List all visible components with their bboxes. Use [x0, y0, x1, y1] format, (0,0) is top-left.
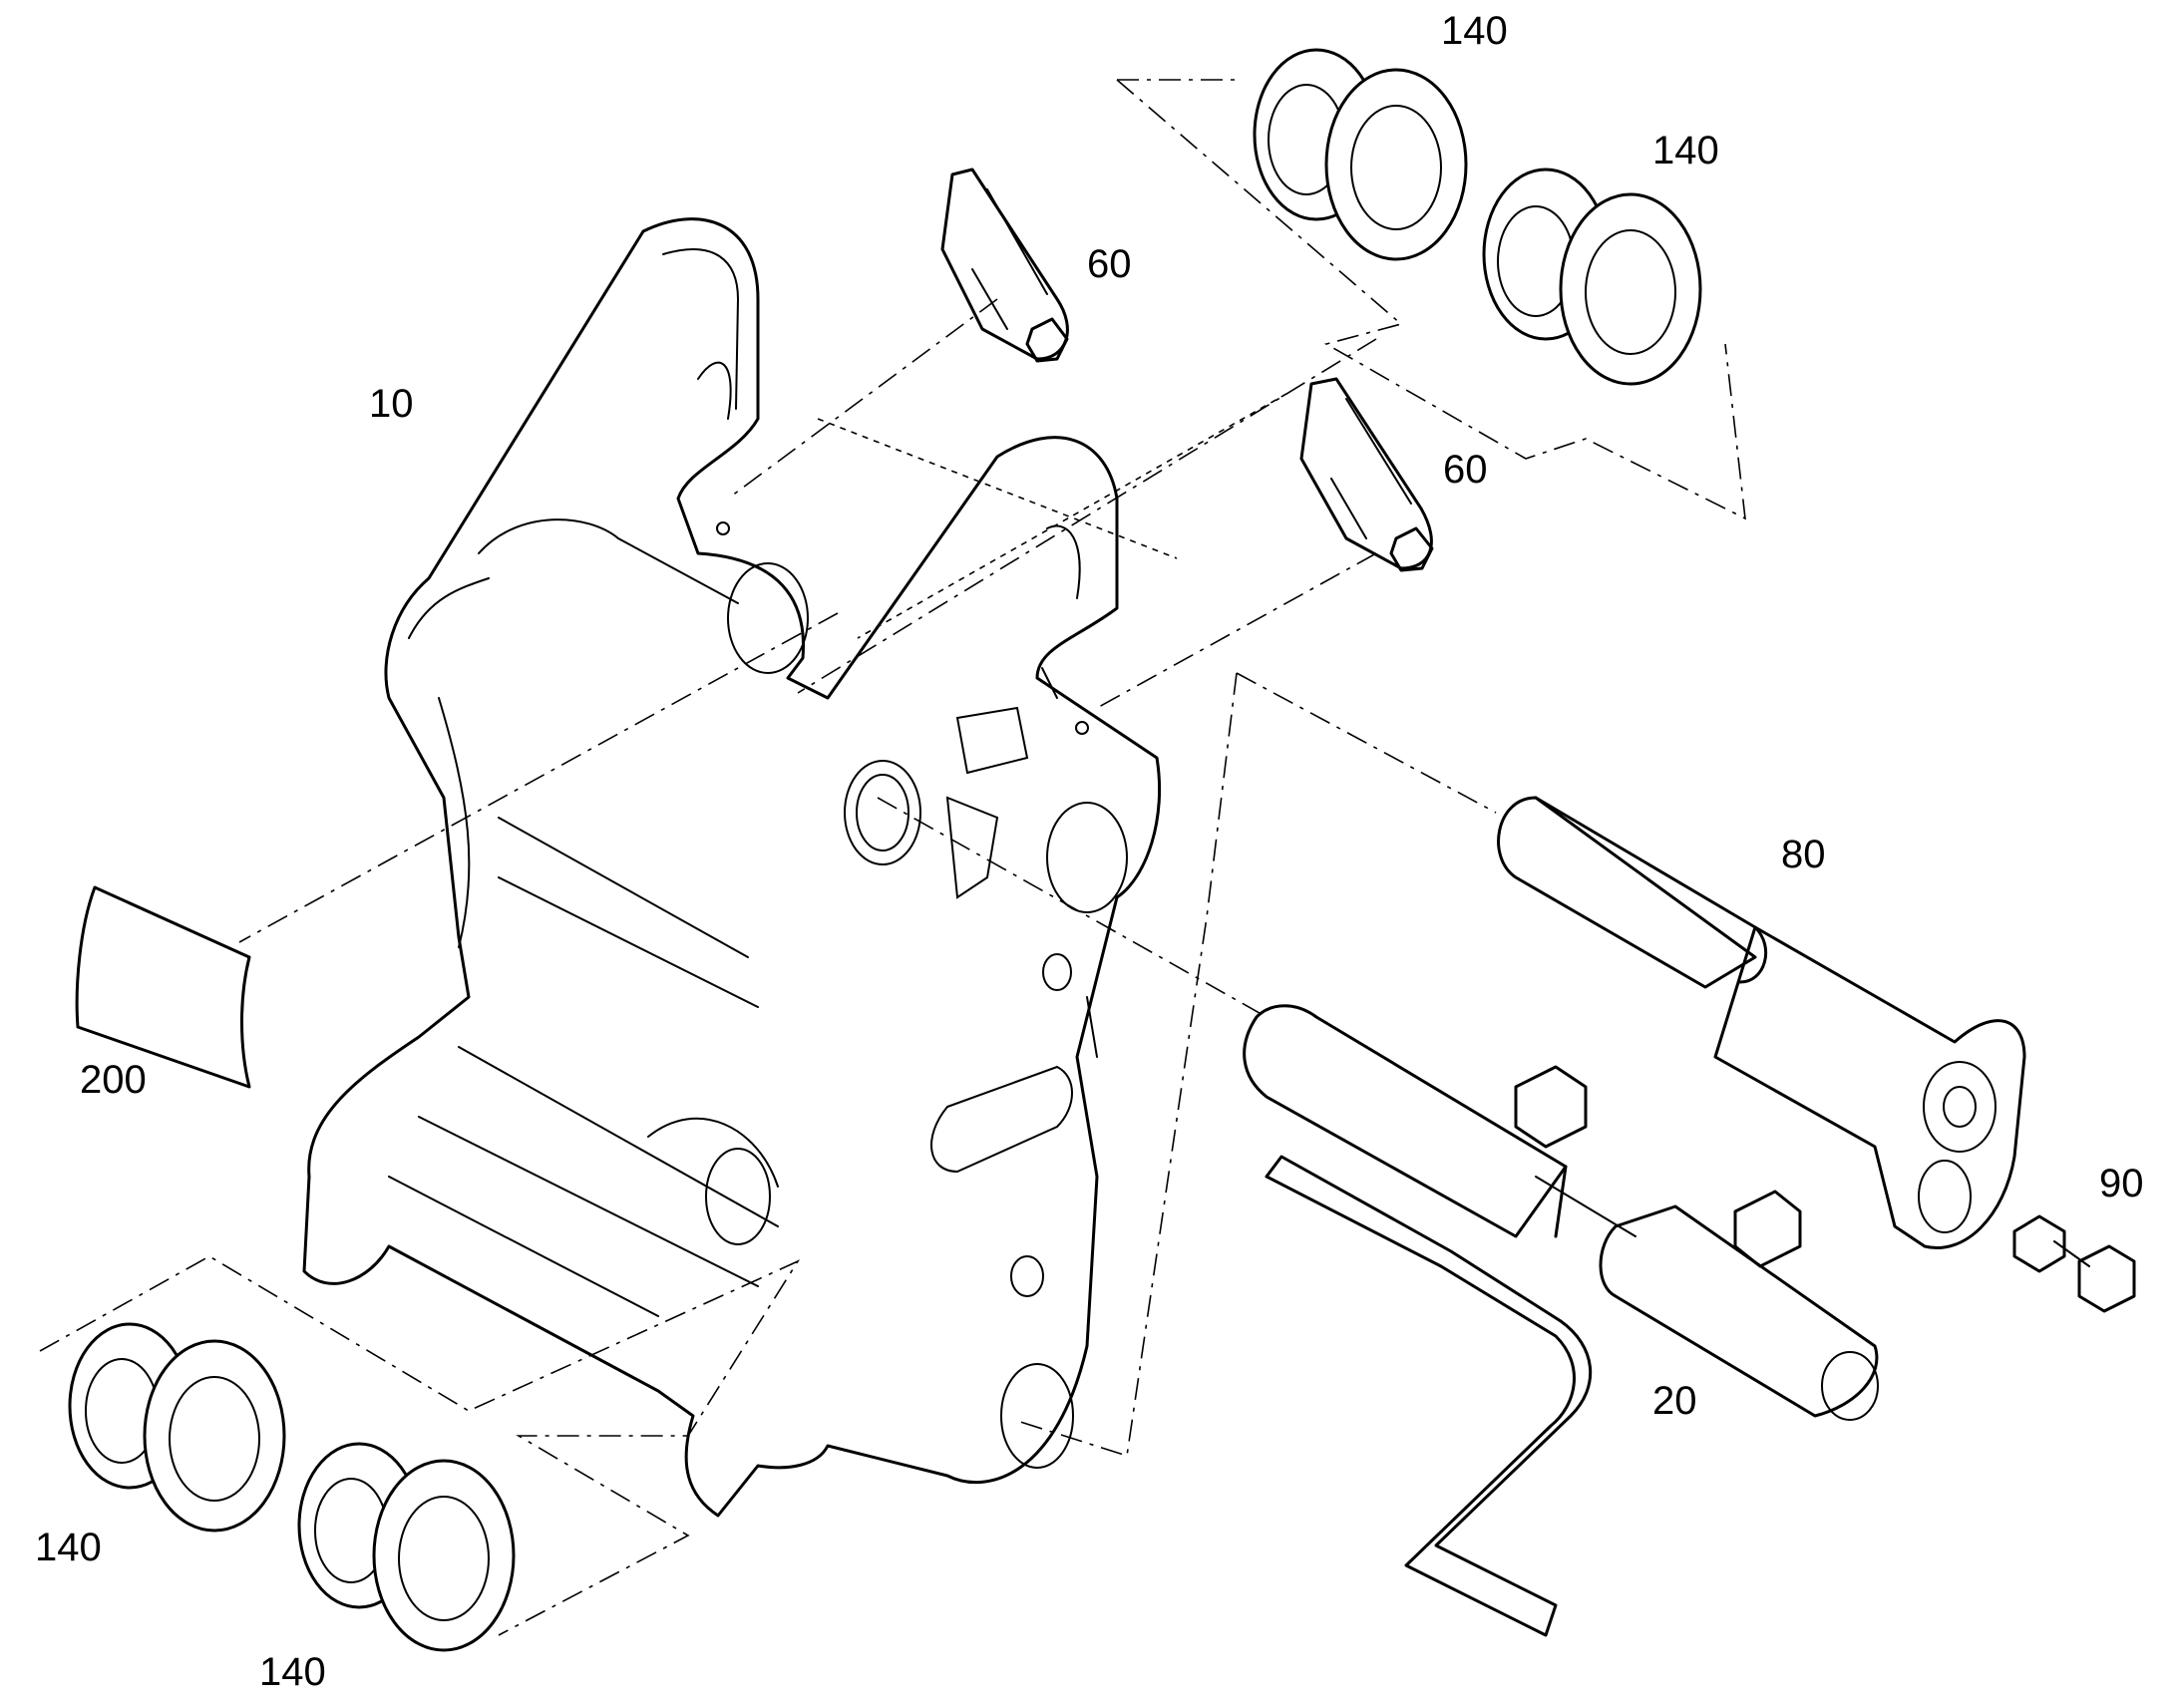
- washer-set-bottom-right: [297, 1442, 516, 1652]
- hex-key-tool: [1265, 1155, 1593, 1637]
- washer-set-top-right: [1482, 168, 1702, 386]
- washer-set-top-left: [1253, 48, 1468, 261]
- callout-pin: 80: [1781, 833, 1826, 876]
- callout-plate: 200: [80, 1058, 147, 1102]
- callout-hook-top: 60: [1087, 242, 1132, 286]
- hook-clamp-top: [940, 168, 1069, 363]
- frame-part: [302, 217, 1162, 1518]
- callout-washers-top-left: 140: [1441, 9, 1508, 53]
- bolt-part: [2012, 1214, 2136, 1313]
- washer-set-bottom-left: [68, 1322, 286, 1533]
- callout-labels: 10 20 60 60 80 90 140 140 140 140 200: [35, 9, 2144, 1694]
- callout-cylinder: 20: [1652, 1379, 1697, 1423]
- hook-clamp-mid: [1299, 377, 1434, 572]
- plate-part: [75, 885, 251, 1089]
- callout-hook-mid: 60: [1443, 448, 1488, 492]
- pin-part: [1497, 796, 2026, 1249]
- assembly-lines: [39, 79, 1746, 1636]
- callout-washers-bottom-left: 140: [35, 1526, 102, 1569]
- cylinder-part: [1243, 1004, 1879, 1421]
- callout-washers-top-right: 140: [1652, 129, 1719, 172]
- callout-frame: 10: [369, 382, 414, 426]
- callout-bolt: 90: [2099, 1162, 2144, 1205]
- callout-washers-bottom-right: 140: [259, 1650, 326, 1694]
